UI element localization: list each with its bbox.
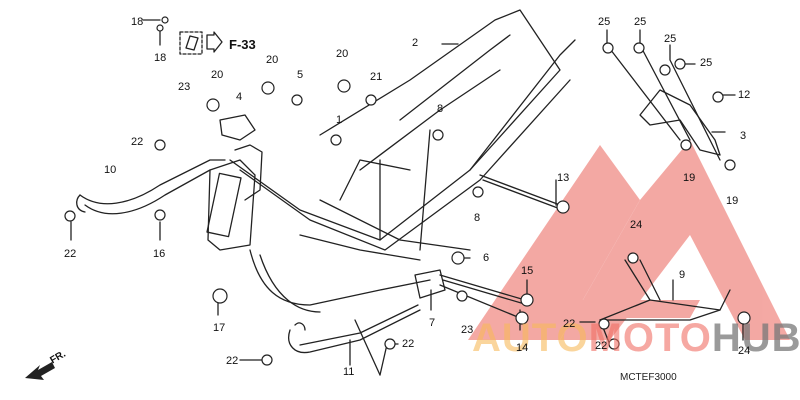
callout-14: 14 (516, 342, 529, 354)
callout-18: 18 (154, 52, 167, 64)
callout-2: 2 (412, 37, 419, 49)
watermark-auto: AUTO (472, 316, 589, 360)
diagram-code: MCTEF3000 (620, 372, 677, 383)
callout-22: 22 (226, 355, 239, 367)
callout-5: 5 (297, 69, 304, 81)
front-direction-arrow-icon (25, 362, 55, 380)
callout-20: 20 (336, 48, 349, 60)
watermark-text: AUTOMOTOHUB (472, 318, 800, 358)
callout-15: 15 (521, 265, 534, 277)
callout-21: 21 (370, 71, 383, 83)
callout-7: 7 (429, 317, 436, 329)
reference-label: F-33 (229, 37, 256, 52)
callout-19: 19 (683, 172, 696, 184)
callout-12: 12 (738, 89, 751, 101)
callout-13: 13 (557, 172, 570, 184)
watermark-moto: MOTO (588, 316, 712, 360)
callout-1: 1 (336, 114, 343, 126)
callout-11: 11 (343, 366, 355, 378)
callout-25: 25 (664, 33, 677, 45)
callout-25: 25 (598, 16, 611, 28)
callout-6: 6 (483, 252, 490, 264)
callout-16: 16 (153, 248, 166, 260)
callout-23: 23 (461, 324, 474, 336)
callout-24: 24 (738, 345, 751, 357)
callout-19: 19 (726, 195, 739, 207)
callout-8: 8 (437, 103, 444, 115)
callout-25: 25 (700, 57, 713, 69)
callout-22: 22 (563, 318, 576, 330)
callout-22: 22 (131, 136, 144, 148)
fastener-glyphs (64, 16, 751, 366)
callout-24: 24 (630, 219, 643, 231)
callout-3: 3 (740, 130, 747, 142)
watermark-hub: HUB (711, 316, 800, 360)
callout-8: 8 (474, 212, 481, 224)
callout-22: 22 (402, 338, 415, 350)
watermark-logo-triangles (468, 140, 790, 340)
frame-linework (70, 9, 744, 376)
callout-20: 20 (266, 54, 279, 66)
callout-10: 10 (104, 164, 117, 176)
callout-20: 20 (211, 69, 224, 81)
callout-25: 25 (634, 16, 647, 28)
callout-23: 23 (178, 81, 191, 93)
callout-9: 9 (679, 269, 686, 281)
callout-4: 4 (236, 91, 243, 103)
callout-22: 22 (595, 340, 608, 352)
callout-18: 18 (131, 16, 144, 28)
callout-17: 17 (213, 322, 226, 334)
callout-22: 22 (64, 248, 77, 260)
